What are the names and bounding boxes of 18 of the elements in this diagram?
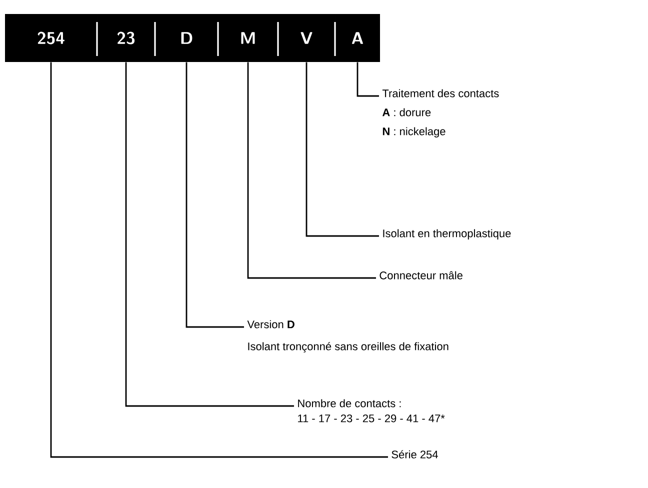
code-cell: D bbox=[155, 14, 218, 62]
description-text: Isolant en thermoplastique bbox=[383, 229, 511, 240]
description-text: Traitement des contacts A : dorure N : nickelage bbox=[382, 89, 499, 138]
description-text: Nombre de contacts : 11 - 17 - 23 - 25 - 29 - 41 - 47* bbox=[298, 399, 445, 422]
leader-line bbox=[125, 62, 294, 407]
code-cell: A bbox=[335, 14, 380, 62]
code-cell: M bbox=[218, 14, 278, 62]
code-cell: 23 bbox=[97, 14, 155, 62]
leader-line bbox=[186, 62, 244, 328]
code-cell: V bbox=[278, 14, 335, 62]
description-text: Version D Isolant tronçonné sans oreilles de fixation bbox=[247, 320, 448, 353]
code-cell: 254 bbox=[5, 14, 97, 62]
description-text: Connecteur mâle bbox=[380, 271, 462, 280]
leader-line bbox=[306, 62, 379, 237]
description-text: Série 254 bbox=[392, 450, 438, 458]
leader-line bbox=[50, 62, 388, 458]
leader-line bbox=[356, 62, 379, 97]
leader-line bbox=[247, 62, 376, 279]
